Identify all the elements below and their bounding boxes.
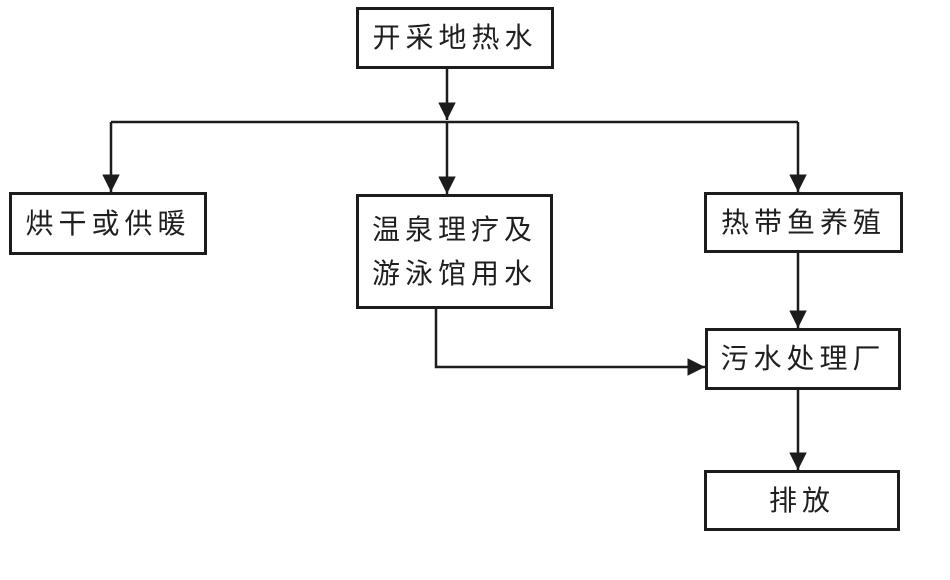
node-discharge: 排放 xyxy=(704,470,900,531)
node-label: 污水处理厂 xyxy=(720,342,886,376)
node-label: 排放 xyxy=(768,483,835,517)
node-tropical-fish-farming: 热带鱼养殖 xyxy=(704,192,903,253)
edge-spa-to-sewage xyxy=(434,309,705,376)
node-label: 开采地热水 xyxy=(372,21,538,55)
node-hot-spring-therapy-swimming-pool-water: 温泉理疗及 游泳馆用水 xyxy=(356,194,553,309)
node-label: 热带鱼养殖 xyxy=(720,205,886,239)
node-label-line-1: 温泉理疗及 xyxy=(371,213,537,247)
node-extract-geothermal-water: 开采地热水 xyxy=(356,7,554,69)
node-label: 烘干或供暖 xyxy=(25,206,191,240)
node-sewage-treatment-plant: 污水处理厂 xyxy=(705,328,901,390)
node-drying-or-heating: 烘干或供暖 xyxy=(9,192,207,255)
node-label-line-2: 游泳馆用水 xyxy=(371,256,537,290)
